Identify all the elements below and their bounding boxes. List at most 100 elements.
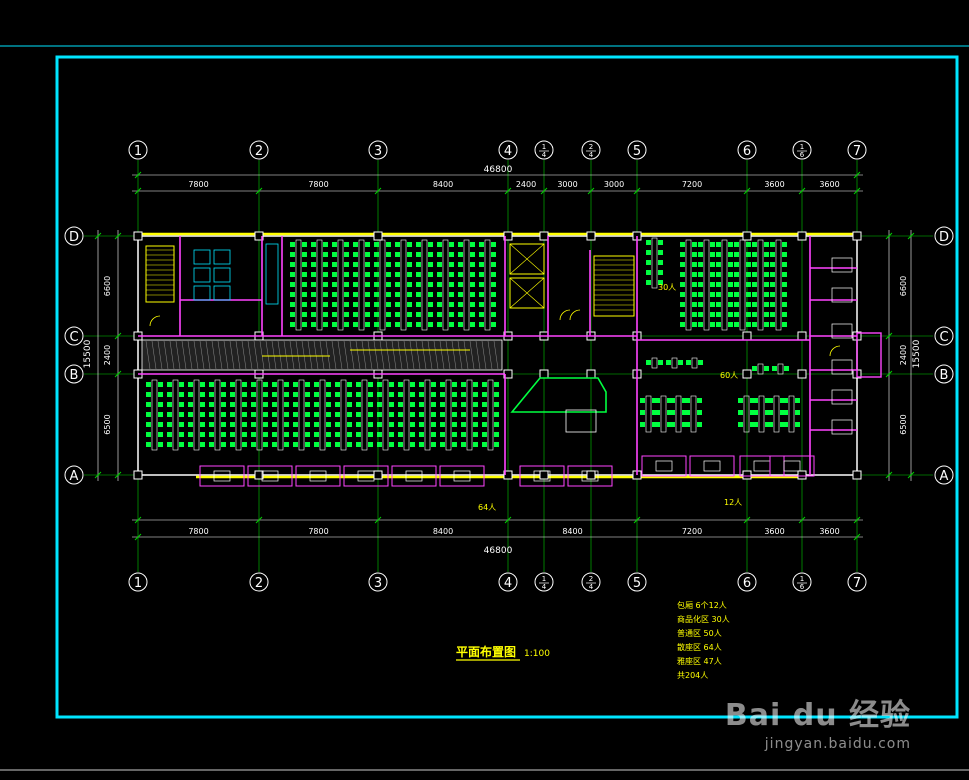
table-strip	[256, 379, 263, 451]
structural-column	[503, 231, 513, 241]
elevator-cross	[509, 243, 545, 275]
seat	[386, 272, 391, 277]
seat	[251, 382, 256, 387]
seat	[377, 412, 382, 417]
seat	[458, 252, 463, 257]
corridor-hatch	[211, 340, 217, 370]
dimension-tick	[114, 471, 122, 479]
seat	[221, 442, 226, 447]
seat	[772, 366, 777, 371]
seat	[272, 432, 277, 437]
dimension-tick	[853, 171, 861, 179]
seat	[398, 412, 403, 417]
seat	[458, 262, 463, 267]
seat	[491, 272, 496, 277]
seat	[263, 392, 268, 397]
dimension-value: 6500	[899, 414, 908, 434]
seat	[452, 442, 457, 447]
seat	[293, 392, 298, 397]
seat	[494, 402, 499, 407]
seat	[768, 422, 773, 427]
seat	[332, 242, 337, 247]
seat	[716, 322, 721, 327]
seat	[242, 382, 247, 387]
seat	[386, 282, 391, 287]
capacity-label: 30人	[658, 283, 676, 292]
restroom-stall	[213, 249, 231, 265]
booth-table	[783, 460, 801, 472]
seat	[272, 412, 277, 417]
seat	[368, 422, 373, 427]
seat	[738, 422, 743, 427]
seat	[428, 302, 433, 307]
seat	[353, 272, 358, 277]
seat	[491, 282, 496, 287]
seat	[482, 392, 487, 397]
seat	[314, 432, 319, 437]
seat	[770, 292, 775, 297]
seat	[491, 252, 496, 257]
structural-column	[797, 470, 807, 480]
seat	[782, 242, 787, 247]
seat	[284, 392, 289, 397]
dimension-tick	[134, 533, 142, 541]
seat	[326, 392, 331, 397]
seat	[655, 422, 660, 427]
seat	[734, 272, 739, 277]
axis-bubble-column	[534, 572, 554, 592]
seat	[323, 302, 328, 307]
summary-line: 包厢 6个12人	[677, 600, 727, 610]
summary-line: 商品化区 30人	[677, 614, 730, 624]
seat	[667, 410, 672, 415]
axis-label-row: B	[70, 368, 79, 383]
table-strip	[340, 379, 347, 451]
seat	[284, 442, 289, 447]
seat	[770, 252, 775, 257]
seat	[458, 322, 463, 327]
booth	[343, 465, 389, 487]
table-strip	[758, 395, 765, 433]
seat	[710, 252, 715, 257]
seat	[461, 412, 466, 417]
seat	[710, 282, 715, 287]
table-strip	[463, 239, 470, 331]
seat	[179, 432, 184, 437]
corridor-hatch	[427, 340, 433, 370]
seat	[437, 312, 442, 317]
dimension-value: 3600	[819, 527, 839, 536]
axis-label-row: C	[939, 330, 948, 345]
total-width-bottom: 46800	[484, 546, 513, 556]
seat	[728, 292, 733, 297]
seat	[146, 432, 151, 437]
door-swing	[569, 309, 581, 321]
seat	[179, 402, 184, 407]
seat	[458, 282, 463, 287]
seat	[482, 442, 487, 447]
dimension-tick	[633, 516, 641, 524]
seat	[398, 442, 403, 447]
seat	[764, 282, 769, 287]
seat	[697, 410, 702, 415]
seat	[680, 242, 685, 247]
seat	[311, 282, 316, 287]
seat	[437, 242, 442, 247]
seat	[716, 272, 721, 277]
seat	[290, 262, 295, 267]
seat	[167, 442, 172, 447]
seat	[326, 422, 331, 427]
seat	[685, 422, 690, 427]
corridor-hatch	[319, 340, 325, 370]
seat	[680, 272, 685, 277]
dimension-tick	[853, 533, 861, 541]
seat	[335, 392, 340, 397]
seat	[680, 252, 685, 257]
seat	[167, 412, 172, 417]
table-strip	[298, 379, 305, 451]
seat	[395, 242, 400, 247]
seat	[209, 432, 214, 437]
room-fixtures	[141, 243, 853, 487]
seat	[658, 280, 663, 285]
seat	[377, 392, 382, 397]
table-strip	[685, 239, 692, 331]
